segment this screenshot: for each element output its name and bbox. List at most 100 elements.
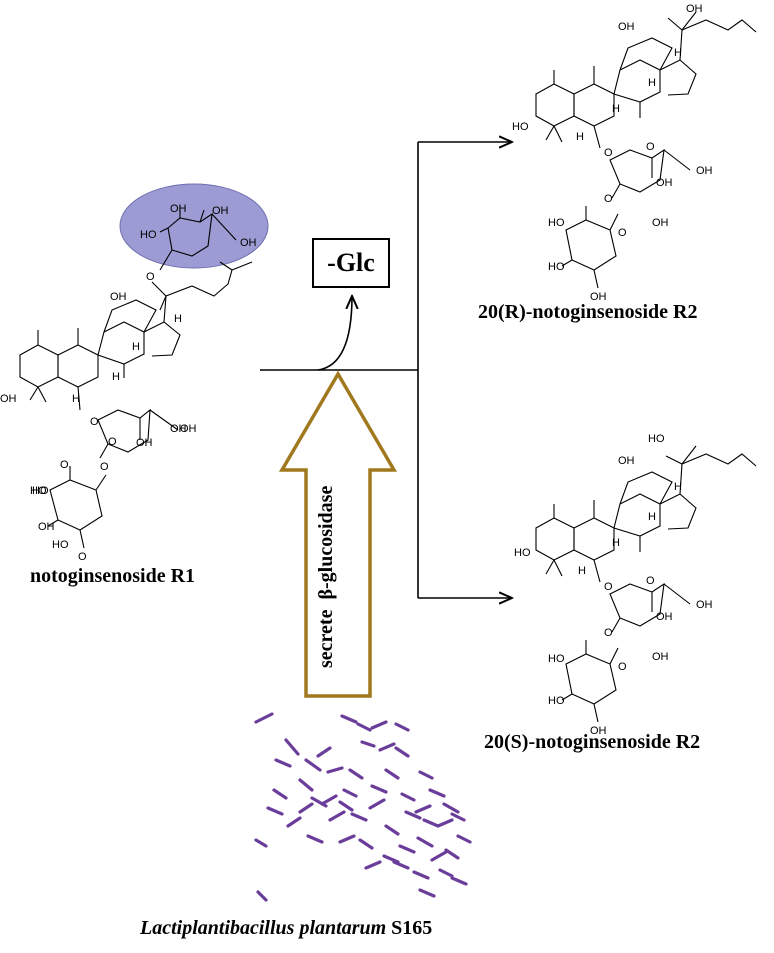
bacterium-rod: [430, 850, 448, 862]
bacterium-rod: [316, 746, 332, 758]
r2_r-atom-label-10: O: [604, 193, 613, 205]
r1-atom-label-1: HO: [140, 229, 157, 241]
enzyme-word-2: β-glucosidase: [315, 485, 337, 600]
r2_s-atom-label-2: H: [674, 481, 682, 493]
r1-atom-label-3: OH: [240, 237, 257, 249]
r2_r-atom-label-12: OH: [652, 217, 669, 229]
bacterium-rod: [422, 818, 440, 828]
r1-atom-label-11: H: [112, 371, 120, 383]
bacterium-rod: [442, 802, 460, 814]
glucose-highlight: [119, 183, 269, 269]
bacterium-rod: [326, 766, 344, 774]
enzyme-word-1: secrete: [315, 609, 337, 668]
r2_s-atom-label-6: H: [578, 565, 586, 577]
glucose-removal-box: -Glc: [312, 238, 390, 288]
bacterium-rod: [398, 844, 416, 854]
bacterium-rod: [450, 812, 466, 822]
bacterium-rod: [360, 740, 376, 748]
bacterium-rod: [414, 804, 432, 814]
r1-atom-label-7: O: [90, 416, 99, 428]
r1-atom-label-20: HO: [52, 539, 69, 551]
r2_s-atom-label-9: OH: [696, 599, 713, 611]
r1-atom-label-9: H: [174, 313, 182, 325]
bacterium-rod: [384, 768, 400, 780]
r1-atom-label-13: O: [108, 436, 117, 448]
bacterium-rod: [286, 816, 302, 828]
compound-name-20r-r2: 20(R)-notoginsenoside R2: [478, 301, 698, 323]
r2_s-atom-label-8: O: [646, 575, 655, 587]
bacterium-rod: [436, 818, 454, 828]
bacterium-rod: [444, 848, 460, 860]
bacterium-rod: [342, 788, 358, 798]
r2_r-atom-label-2: H: [674, 47, 682, 59]
bacterium-rod: [338, 800, 354, 812]
r2_r-atom-label-11: OH: [656, 177, 673, 189]
bacterium-rod: [310, 796, 328, 808]
bacterium-rod: [298, 778, 314, 792]
bacterium-rod: [370, 784, 388, 794]
r1-atom-label-0: OH: [170, 203, 187, 215]
r1-atom-label-16: O: [100, 461, 109, 473]
r1-atom-label-18: OH: [38, 521, 55, 533]
structure-20s-notoginsenoside-r2: [535, 445, 757, 723]
r2_r-atom-label-5: H: [612, 103, 620, 115]
bacterium-rod: [412, 870, 430, 880]
r2_s-atom-label-3: H: [648, 511, 656, 523]
r2_s-atom-label-12: OH: [652, 651, 669, 663]
bacterium-rod: [266, 806, 284, 816]
r2_r-atom-label-9: OH: [696, 165, 713, 177]
bacterium-rod: [418, 770, 434, 780]
r2_s-atom-label-0: HO: [648, 433, 665, 445]
r1-atom-label-5: OH: [110, 291, 127, 303]
bacterium-rod: [394, 722, 410, 732]
secretion-arrow: [278, 370, 398, 698]
bacterium-rod: [382, 854, 400, 864]
organism-caption: Lactiplantibacillus plantarum S165: [140, 918, 432, 938]
r2_r-atom-label-0: OH: [618, 21, 635, 33]
bacterium-rod: [304, 758, 322, 772]
r2_s-atom-label-4: HO: [514, 547, 531, 559]
r2_s-atom-label-15: O: [618, 661, 627, 673]
r2_s-atom-label-16: OH: [590, 725, 607, 737]
bacterium-rod: [394, 746, 410, 758]
bacterium-rod: [450, 876, 468, 886]
bacterium-rod: [306, 834, 324, 844]
bacterium-rod: [358, 838, 374, 850]
r1-atom-label-19: HO: [30, 485, 47, 497]
r2_s-atom-label-13: HO: [548, 653, 565, 665]
enzyme-label: secrete β-glucosidase: [315, 485, 337, 668]
r2_s-atom-label-10: O: [604, 627, 613, 639]
bacterium-rod: [348, 768, 364, 780]
r2_r-atom-label-8: O: [646, 141, 655, 153]
reaction-arrows: [260, 142, 512, 598]
r2_s-atom-label-5: H: [612, 537, 620, 549]
r2_s-atom-label-11: OH: [656, 611, 673, 623]
r1-atom-label-17: OH: [136, 437, 153, 449]
r2_r-atom-label-1: OH: [686, 3, 703, 15]
bacterium-rod: [416, 836, 434, 848]
arrow-to-glc: [317, 296, 352, 371]
bacterium-rod: [254, 712, 274, 724]
bacterium-rod: [340, 714, 358, 724]
r2_s-atom-label-7: O: [604, 581, 613, 593]
r1-atom-label-6: OH: [0, 393, 17, 405]
organism-strain: S165: [391, 917, 433, 939]
compound-name-20s-r2: 20(S)-notoginsenoside R2: [484, 731, 701, 753]
bacterium-rod: [350, 812, 368, 822]
bacterium-rod: [338, 834, 356, 844]
r1-atom-label-21: O: [78, 551, 87, 563]
bacterium-rod: [456, 834, 472, 844]
r2_r-atom-label-13: HO: [548, 217, 565, 229]
structure-20r-notoginsenoside-r2: [535, 11, 757, 289]
bacterium-rod: [438, 868, 454, 878]
r1-atom-label-4: O: [146, 271, 155, 283]
r2_r-atom-label-6: H: [576, 131, 584, 143]
structure-notoginsenoside-r1: [19, 183, 269, 549]
bacterium-rod: [256, 890, 268, 902]
bacterium-rod: [370, 720, 388, 730]
bacterium-rod: [404, 810, 422, 820]
